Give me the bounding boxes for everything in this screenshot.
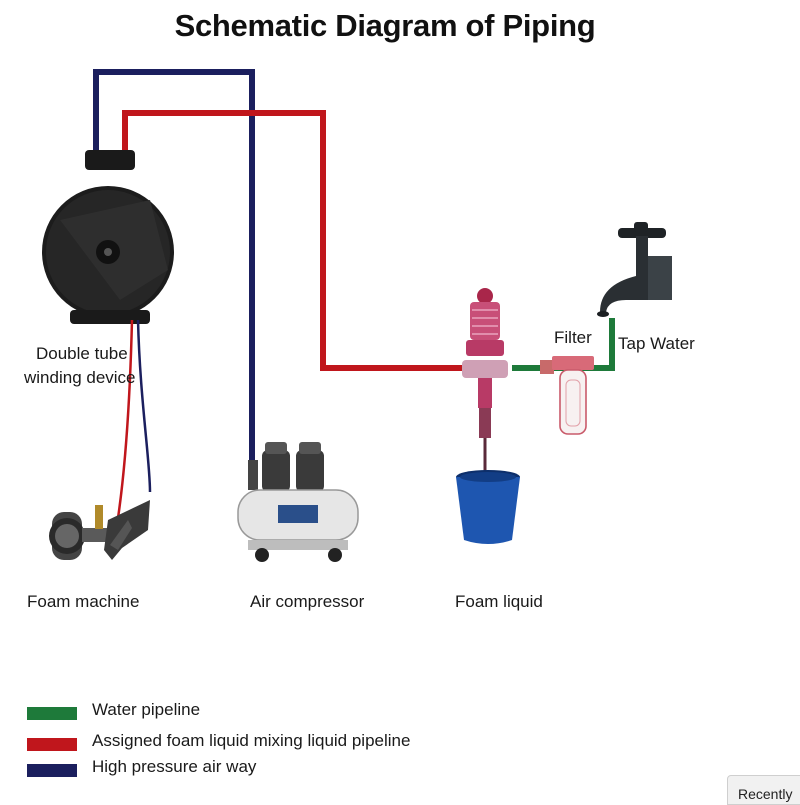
legend-swatch-foam-mix xyxy=(27,738,77,751)
legend-label-air: High pressure air way xyxy=(92,757,257,776)
hose-reel-icon xyxy=(42,150,174,324)
air-pipeline xyxy=(93,69,255,480)
winding-device-label-line2: winding device xyxy=(24,368,136,387)
winding-device-label-line1: Double tube xyxy=(36,344,128,363)
tap-water-label: Tap Water xyxy=(618,334,695,353)
air-hose xyxy=(136,319,152,493)
legend-item-water: Water pipeline xyxy=(27,700,547,720)
legend-label-foam-mix: Assigned foam liquid mixing liquid pipel… xyxy=(92,731,411,750)
faucet-icon xyxy=(597,222,672,317)
foam-hose xyxy=(116,319,134,519)
legend-swatch-water xyxy=(27,707,77,720)
dosing-pump-icon xyxy=(462,288,508,480)
air-compressor-label: Air compressor xyxy=(250,592,365,611)
air-compressor-icon xyxy=(237,442,359,562)
legend-swatch-air xyxy=(27,764,77,777)
legend-item-air: High pressure air way xyxy=(27,757,547,777)
filter-icon xyxy=(540,356,594,435)
foam-machine-label: Foam machine xyxy=(27,592,140,611)
foam-gun-icon xyxy=(49,500,150,560)
legend-label-water: Water pipeline xyxy=(92,700,201,719)
bucket-icon xyxy=(456,470,520,544)
filter-label: Filter xyxy=(554,328,592,347)
legend-item-foam-mix: Assigned foam liquid mixing liquid pipel… xyxy=(27,731,547,751)
recently-tab[interactable]: Recently xyxy=(727,775,800,805)
diagram-title: Schematic Diagram of Piping xyxy=(174,8,596,43)
foam-liquid-label: Foam liquid xyxy=(455,592,543,611)
foam-mix-pipeline xyxy=(122,110,470,371)
